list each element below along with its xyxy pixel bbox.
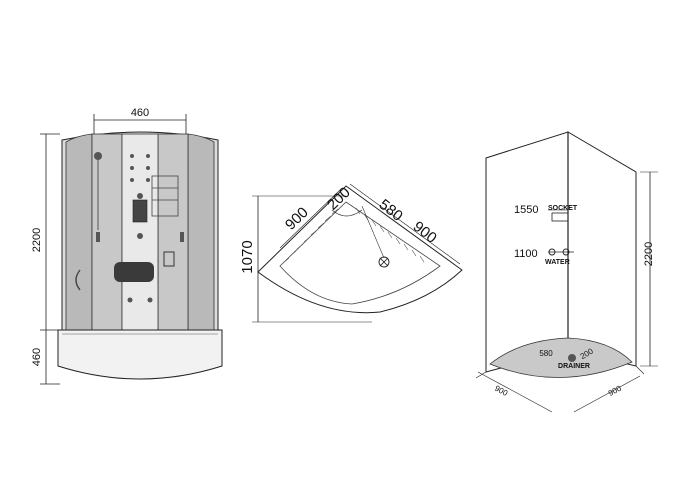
plan-depth-label: 1070 [239, 240, 256, 273]
control-panel-icon [132, 199, 148, 223]
front-base-height-label: 460 [31, 348, 43, 366]
shower-tray [57, 329, 223, 380]
plan-tray-edge [279, 201, 441, 305]
plan-view: 1070 900 200 580 900 [239, 183, 463, 323]
plan-side-b-label: 900 [410, 218, 440, 247]
iso-left-width-label: 900 [493, 384, 509, 398]
iso-right-width-label: 900 [607, 383, 623, 397]
shelf-icon [151, 175, 179, 217]
seat-icon [114, 262, 154, 282]
front-view: 460 2200 460 [31, 107, 223, 385]
drainer-label: DRAINER [558, 363, 590, 370]
plan-drain-label: 580 [376, 196, 406, 225]
iso-view: DRAINER 580 200 1550 SOCKET 1100 WATER 2… [475, 131, 658, 413]
drain-offset-line [361, 205, 385, 259]
faucet-icon [163, 251, 175, 267]
plan-hatch-left [282, 208, 339, 264]
plan-side-a-label: 900 [282, 204, 312, 234]
socket-height-label: 1550 [514, 204, 538, 216]
water-inlet-right-icon [562, 248, 570, 256]
left-glass-panel [65, 133, 93, 339]
left-handle-icon [96, 232, 100, 242]
water-label: WATER [545, 259, 570, 266]
socket-icon [551, 212, 569, 222]
iso-left-width-line [477, 371, 553, 413]
socket-label: SOCKET [548, 205, 578, 212]
iso-height-label: 2200 [643, 242, 655, 266]
water-inlet-left-icon [548, 248, 556, 256]
right-handle-icon [180, 232, 184, 242]
water-height-label: 1100 [514, 248, 538, 260]
iso-drain-offset-label: 580 [539, 349, 553, 358]
right-glass-panel [187, 133, 215, 339]
plan-hatch-right [355, 207, 425, 263]
front-width-label: 460 [131, 107, 149, 119]
iso-right-width-line [573, 375, 641, 413]
plan-outline [257, 185, 463, 314]
iso-floor-tray [489, 337, 633, 378]
iso-right-wall [567, 131, 637, 367]
iso-drain-icon [568, 354, 576, 362]
shower-head-icon [94, 152, 102, 160]
plan-drain-icon [378, 256, 390, 268]
hand-shower-hose-icon [75, 269, 81, 291]
front-height-label: 2200 [31, 228, 43, 252]
